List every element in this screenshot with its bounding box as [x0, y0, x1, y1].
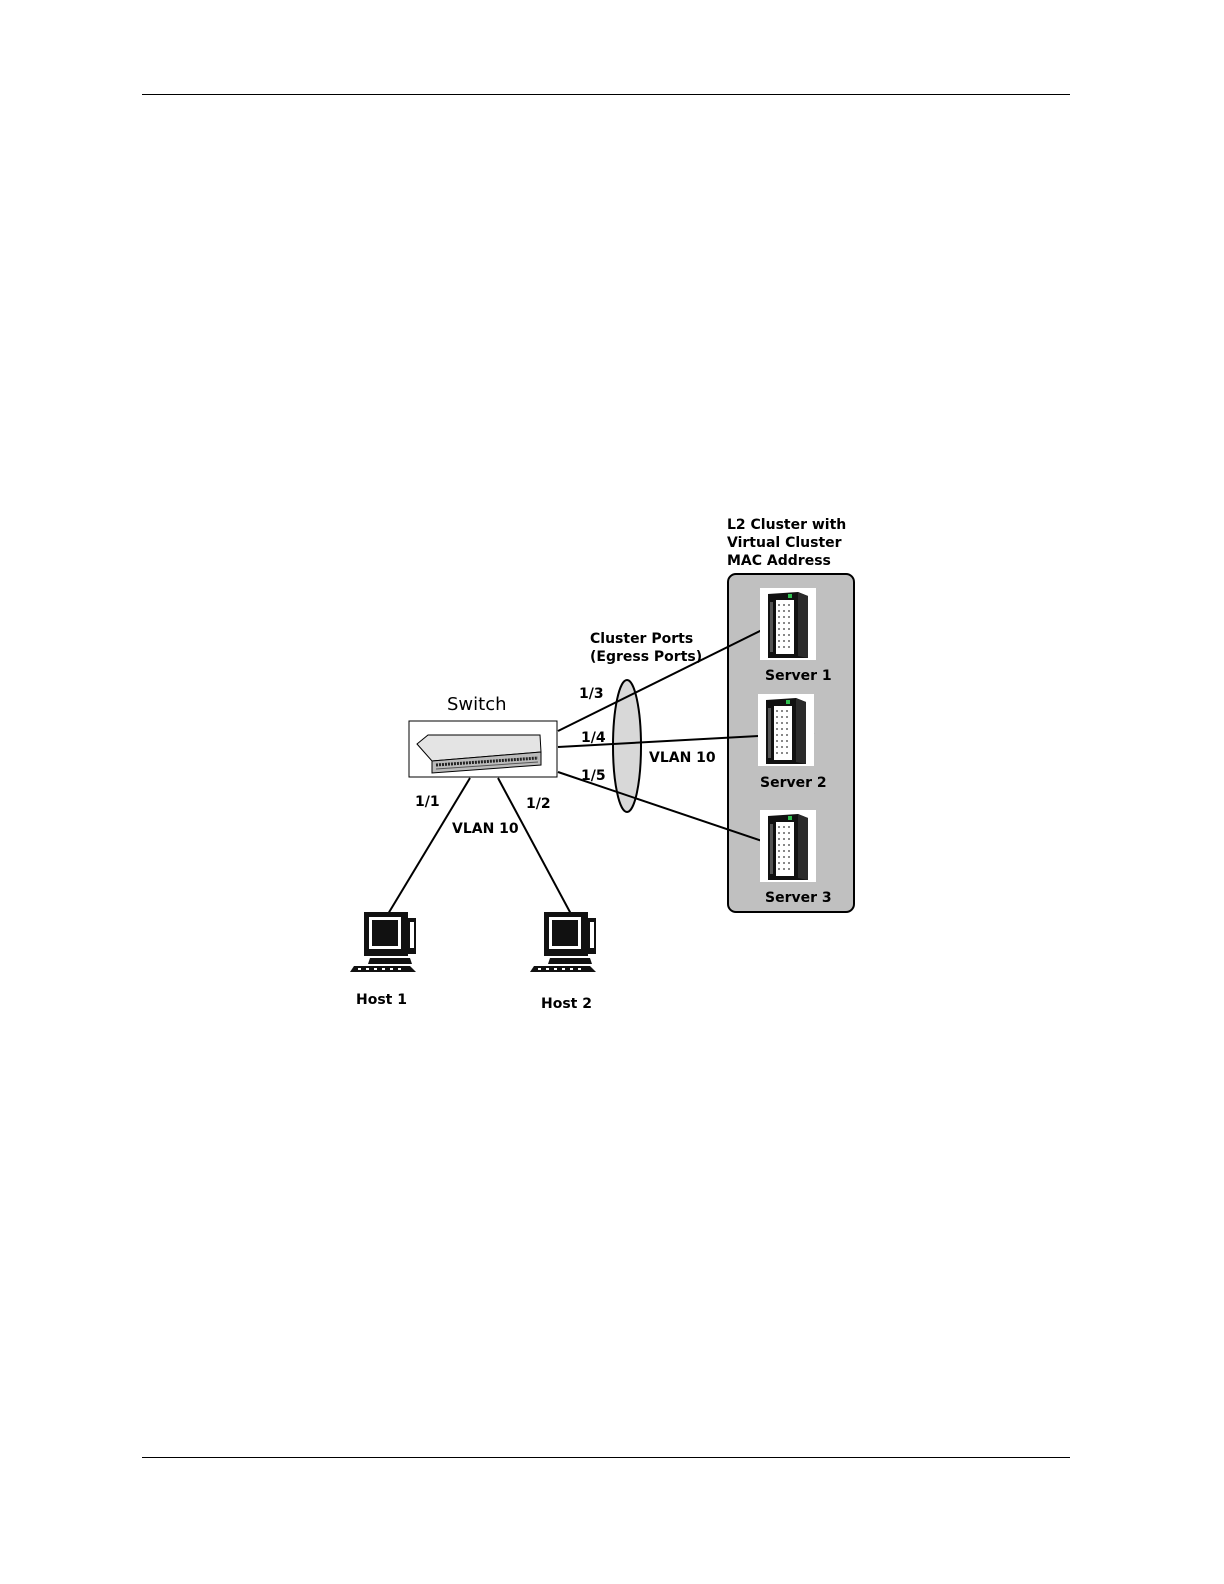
vlan-cluster-label: VLAN 10 [649, 750, 716, 766]
host-computer-icon [350, 912, 416, 972]
cluster-title-line-2: Virtual Cluster [727, 535, 842, 551]
port-1-3-label: 1/3 [579, 686, 604, 702]
cluster-title-line-3: MAC Address [727, 553, 831, 569]
port-1-5-label: 1/5 [581, 768, 606, 784]
host-1-label: Host 1 [356, 992, 407, 1008]
server-1-label: Server 1 [765, 668, 832, 684]
server-icon [760, 810, 816, 882]
cluster-ports-label-line-1: Cluster Ports [590, 631, 693, 647]
host-2-label: Host 2 [541, 996, 592, 1012]
switch-label: Switch [447, 694, 507, 715]
vlan-hosts-label: VLAN 10 [452, 821, 519, 837]
cluster-title-line-1: L2 Cluster with [727, 517, 846, 533]
server-2-label: Server 2 [760, 775, 827, 791]
port-1-4-label: 1/4 [581, 730, 606, 746]
host-computer-icon [530, 912, 596, 972]
server-3-label: Server 3 [765, 890, 832, 906]
switch-icon [409, 721, 557, 777]
server-icon [760, 588, 816, 660]
server-icon [758, 694, 814, 766]
port-1-2-label: 1/2 [526, 796, 551, 812]
cluster-ports-label-line-2: (Egress Ports) [590, 649, 702, 665]
port-1-1-label: 1/1 [415, 794, 440, 810]
